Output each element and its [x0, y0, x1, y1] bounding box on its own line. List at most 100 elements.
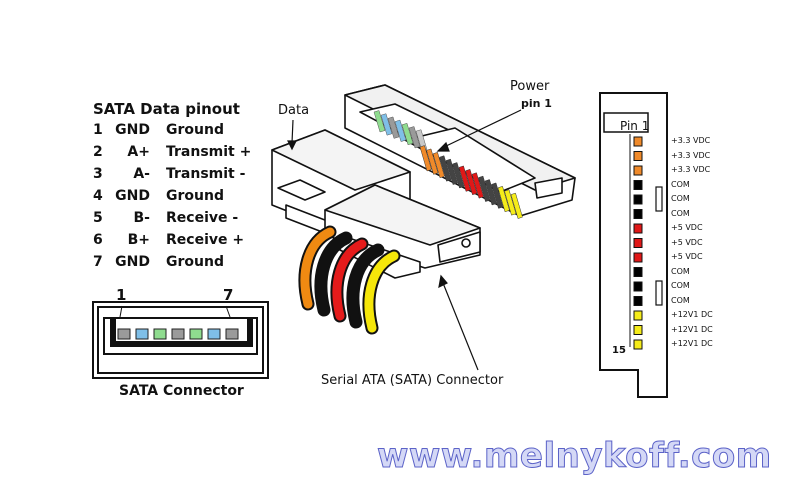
wire — [332, 239, 367, 321]
pin-description: Receive - — [166, 210, 239, 226]
power-pin-label: +12V1 DC — [671, 339, 713, 348]
power-pin — [633, 339, 643, 350]
pin-number: 6 — [93, 232, 103, 248]
power-pin-label: COM — [671, 281, 690, 290]
connector-pin — [171, 328, 185, 340]
power-strip-pin15-label: 15 — [612, 345, 626, 356]
pin-description: Transmit + — [166, 144, 252, 160]
power-pin — [633, 136, 643, 147]
watermark: www.melnykoff.com — [377, 436, 772, 477]
socket-power-pin — [432, 152, 445, 179]
power-pin — [633, 325, 643, 335]
power-strip-pin1-label: Pin 1 — [620, 119, 650, 133]
power-pin — [633, 281, 643, 292]
power-pin-label: COM — [671, 208, 690, 218]
power-pin — [633, 310, 643, 321]
pin-description: Ground — [166, 188, 224, 204]
power-pin — [633, 209, 643, 219]
socket-data-pin — [408, 126, 421, 149]
connector-label: SATA Connector — [119, 383, 244, 399]
power-pin-label: +3.3 VDC — [671, 165, 711, 174]
socket-power-pin — [510, 192, 523, 219]
connector-pin — [207, 328, 221, 340]
socket-power-pin — [426, 148, 439, 175]
socket-data-pin — [401, 123, 414, 146]
power-pin — [633, 165, 643, 176]
power-pin — [633, 267, 643, 277]
power-pin-label: COM — [671, 179, 690, 189]
pin-signal: B- — [133, 210, 150, 226]
power-pin-label: +12V1 DC — [671, 324, 713, 334]
power-pin — [633, 180, 643, 190]
power-pin-label: COM — [671, 266, 690, 276]
socket-power-pin — [471, 172, 484, 199]
pin-description: Ground — [166, 254, 224, 270]
socket-power-pin — [458, 165, 471, 192]
power-pin — [633, 223, 643, 234]
pin-signal: A- — [133, 166, 150, 182]
data-label: Data — [278, 103, 310, 118]
wire — [364, 251, 399, 333]
connector-pin — [225, 328, 239, 340]
socket-power-pin — [465, 169, 478, 196]
connector-pin — [117, 328, 131, 340]
pin-signal: A+ — [127, 144, 150, 160]
power-pin1-label: pin 1 — [521, 97, 552, 110]
power-pin-label: COM — [671, 295, 690, 305]
pinout-title: SATA Data pinout — [93, 100, 240, 118]
power-pin-label: +12V1 DC — [671, 310, 713, 319]
socket-power-pin — [445, 158, 458, 185]
wire — [348, 245, 383, 327]
power-pin — [633, 252, 643, 263]
pin-description: Receive + — [166, 232, 245, 248]
connector-last-pin-label: 7 — [223, 286, 234, 304]
socket-data-pin — [380, 113, 393, 136]
illustration-caption: Serial ATA (SATA) Connector — [321, 373, 504, 388]
power-pin — [633, 151, 643, 161]
power-label: Power — [510, 79, 550, 94]
socket-power-pin — [497, 186, 510, 213]
pin-number: 7 — [93, 254, 103, 270]
socket-power-pin — [452, 162, 465, 189]
connector-pin — [135, 328, 149, 340]
socket-data-pin — [394, 119, 407, 142]
power-pin-label: +5 VDC — [671, 237, 703, 247]
socket-power-pin — [419, 145, 432, 172]
power-pin-label: +5 VDC — [671, 223, 703, 232]
connector-first-pin-label: 1 — [116, 286, 127, 304]
sata-connector-drawing — [92, 301, 269, 379]
wire — [300, 227, 335, 309]
socket-power-pin — [478, 175, 491, 202]
power-pin-label: COM — [671, 194, 690, 203]
pin-description: Ground — [166, 122, 224, 138]
pin-signal: GND — [115, 188, 150, 204]
pin-number: 4 — [93, 188, 103, 204]
socket-power-pin — [491, 182, 504, 209]
power-wires — [298, 225, 401, 335]
socket-power-pin — [504, 189, 517, 216]
pointer-lines — [287, 109, 522, 371]
power-pinout-strip — [599, 92, 668, 398]
connector-pin — [153, 328, 167, 340]
socket-data-pin — [373, 110, 386, 133]
socket-power-pin — [439, 155, 452, 182]
socket-power-pin — [484, 179, 497, 206]
power-pin-label: +3.3 VDC — [671, 136, 711, 145]
socket-data-pin — [387, 116, 400, 139]
pin-number: 1 — [93, 122, 103, 138]
pin-signal: GND — [115, 122, 150, 138]
connector-pin — [189, 328, 203, 340]
pin-number: 2 — [93, 144, 103, 160]
power-pin-label: +3.3 VDC — [671, 150, 711, 160]
pin-description: Transmit - — [166, 166, 246, 182]
pin-signal: GND — [115, 254, 150, 270]
power-pin — [633, 238, 643, 248]
wire — [316, 233, 351, 315]
power-pin-label: +5 VDC — [671, 252, 703, 261]
power-pin — [633, 194, 643, 205]
pin-number: 3 — [93, 166, 103, 182]
pin-signal: B+ — [127, 232, 150, 248]
power-pin — [633, 296, 643, 306]
pin-number: 5 — [93, 210, 103, 226]
